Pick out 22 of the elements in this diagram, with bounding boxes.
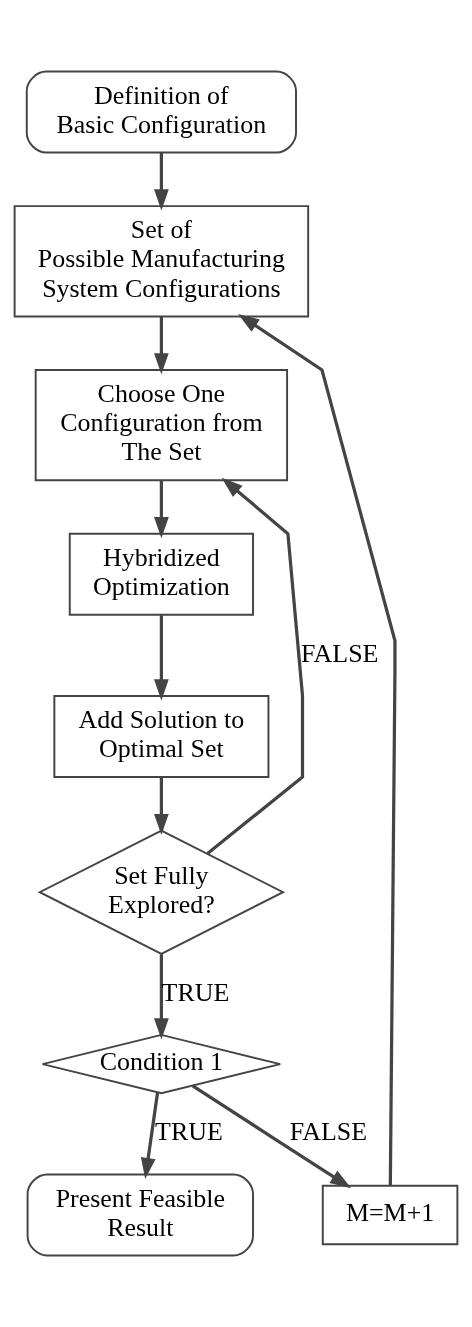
node-box: Hybridized Optimization — [68, 532, 254, 616]
edge-label: FALSE — [289, 1117, 368, 1147]
arrow — [154, 777, 169, 836]
arrow — [140, 1092, 160, 1180]
node-box: Set of Possible Manufacturing System Configurations — [13, 205, 310, 318]
arrow — [154, 480, 169, 539]
node-diamond: Set Fully Explored? — [37, 829, 286, 955]
arrow — [154, 316, 169, 375]
arrow — [154, 615, 169, 701]
edge-label: TRUE — [155, 1117, 223, 1147]
arrow — [154, 954, 169, 1040]
node-box: M=M+1 — [321, 1184, 459, 1246]
node-box: Add Solution to Optimal Set — [53, 694, 270, 778]
node-box: Present Feasible Result — [26, 1173, 254, 1257]
node-box: Choose One Configuration from The Set — [34, 368, 289, 482]
arrow — [154, 152, 169, 211]
arrow — [191, 1084, 352, 1189]
node-diamond: Condition 1 — [41, 1033, 282, 1095]
arrow — [238, 314, 397, 1186]
edge-label: FALSE — [301, 638, 379, 668]
node-box: Definition of Basic Configuration — [25, 70, 297, 154]
arrow — [206, 477, 305, 855]
